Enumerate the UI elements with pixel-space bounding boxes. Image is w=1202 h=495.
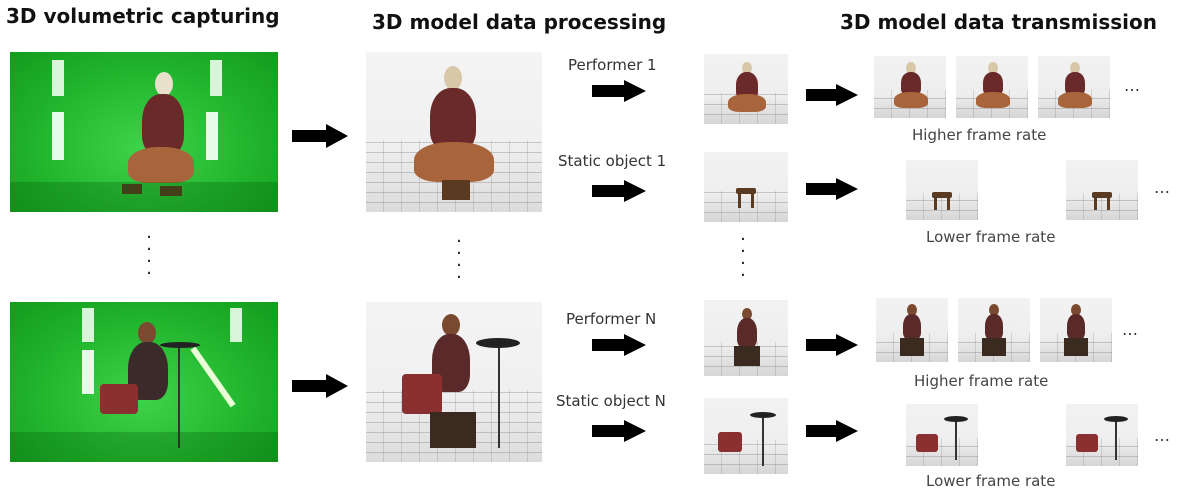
processed-model-1 xyxy=(366,52,542,212)
label-performer-1: Performer 1 xyxy=(568,56,657,74)
vertical-dots-capture: ···· xyxy=(146,227,152,284)
vertical-dots-split: ···· xyxy=(740,229,746,286)
arrow-process-to-split-3 xyxy=(592,334,646,356)
label-static-object-n: Static object N xyxy=(556,392,666,410)
arrow-split-to-transmit-2 xyxy=(806,178,858,200)
ellipsis-row-1: … xyxy=(1124,76,1140,95)
ellipsis-row-3: … xyxy=(1122,320,1138,339)
processed-model-n xyxy=(366,302,542,462)
split-static-object-n-thumbnail xyxy=(704,398,788,474)
transmit-static-object-n-frame xyxy=(906,404,978,466)
capture-photo-1 xyxy=(10,52,278,212)
label-performer-n: Performer N xyxy=(566,310,657,328)
label-static-object-1: Static object 1 xyxy=(558,152,667,170)
transmit-performer-n-frame xyxy=(1040,298,1112,362)
arrow-split-to-transmit-3 xyxy=(806,334,858,356)
transmit-static-object-1-frame xyxy=(1066,160,1138,220)
heading-processing: 3D model data processing xyxy=(372,10,667,34)
transmit-performer-1-frame xyxy=(956,56,1028,118)
split-performer-1-thumbnail xyxy=(704,54,788,124)
arrow-capture-to-process-n xyxy=(292,374,348,398)
transmit-performer-1-frame xyxy=(874,56,946,118)
arrow-capture-to-process-1 xyxy=(292,124,348,148)
split-performer-n-thumbnail xyxy=(704,300,788,376)
transmit-performer-n-frame xyxy=(958,298,1030,362)
transmit-performer-1-frame xyxy=(1038,56,1110,118)
transmit-static-object-1-frame xyxy=(906,160,978,220)
arrow-split-to-transmit-4 xyxy=(806,420,858,442)
ellipsis-row-2: … xyxy=(1154,178,1170,197)
vertical-dots-processing: ···· xyxy=(456,231,462,288)
transmit-static-object-n-frame xyxy=(1066,404,1138,466)
capture-photo-n xyxy=(10,302,278,462)
transmit-performer-n-frame xyxy=(876,298,948,362)
heading-transmission: 3D model data transmission xyxy=(840,10,1157,34)
rate-note-row-3: Higher frame rate xyxy=(914,372,1049,390)
rate-note-row-2: Lower frame rate xyxy=(926,228,1056,246)
arrow-process-to-split-4 xyxy=(592,420,646,442)
arrow-process-to-split-2 xyxy=(592,180,646,202)
heading-capturing: 3D volumetric capturing xyxy=(6,4,280,28)
arrow-split-to-transmit-1 xyxy=(806,84,858,106)
arrow-process-to-split-1 xyxy=(592,80,646,102)
ellipsis-row-4: … xyxy=(1154,426,1170,445)
rate-note-row-1: Higher frame rate xyxy=(912,126,1047,144)
split-static-object-1-thumbnail xyxy=(704,152,788,222)
rate-note-row-4: Lower frame rate xyxy=(926,472,1056,490)
